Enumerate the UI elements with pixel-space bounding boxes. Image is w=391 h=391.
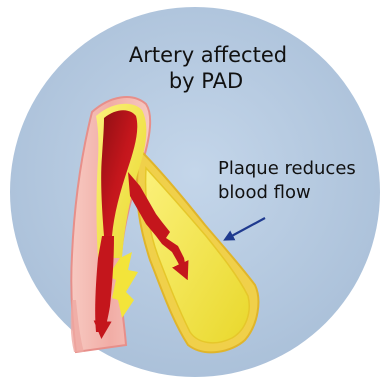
annotation-line-1: Plaque reduces [218,158,356,179]
annotation-line-2: blood flow [218,182,311,203]
blood-flow-arrow-left [102,300,104,330]
title-line-1: Artery affected [129,43,287,67]
title-line-2: by PAD [169,69,243,93]
